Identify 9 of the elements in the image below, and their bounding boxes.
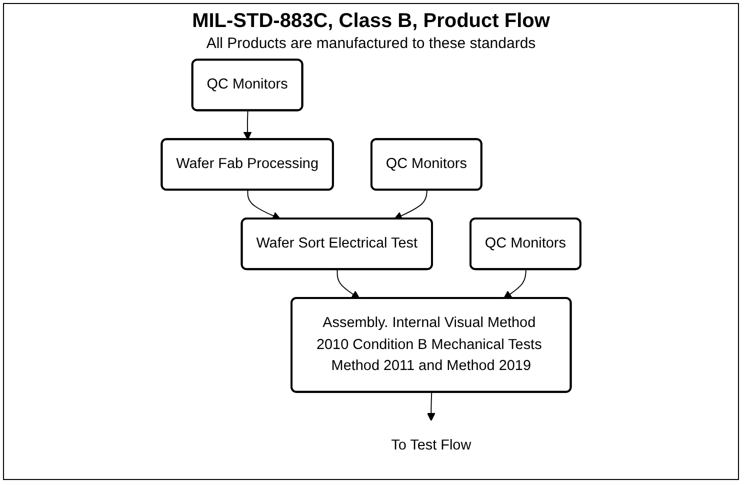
arrow	[503, 269, 526, 299]
arrow	[394, 190, 428, 220]
arrow	[336, 269, 360, 299]
arrow	[243, 110, 252, 140]
arrow	[247, 190, 281, 220]
subtitle-text: All Products are manufactured to these standards	[206, 35, 536, 52]
node-text: To Test Flow	[391, 437, 472, 454]
arrow	[426, 392, 436, 422]
diagram-title: MIL-STD-883C, Class B, Product Flow	[192, 10, 550, 33]
